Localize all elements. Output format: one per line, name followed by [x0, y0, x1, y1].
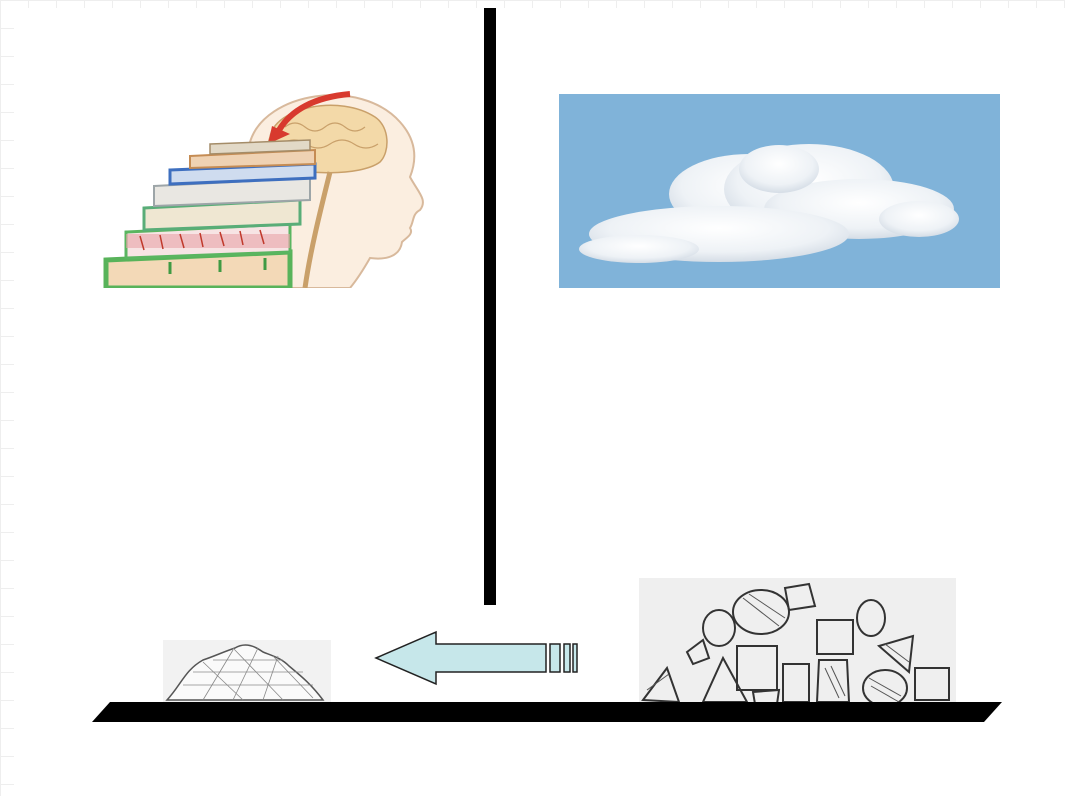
- shapes-pile-sketch: [639, 578, 956, 704]
- mound-sketch: [163, 640, 331, 702]
- ground-bar: [90, 700, 1004, 724]
- vertical-divider: [484, 8, 496, 605]
- brain-layers-illustration: [100, 82, 430, 288]
- left-arrow-icon: [372, 628, 582, 688]
- cloud-sky-photo: [559, 94, 1000, 288]
